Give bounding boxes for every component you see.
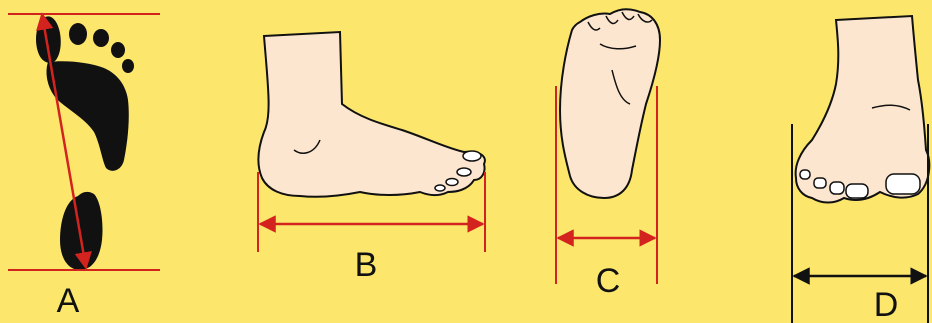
panel-d-label: D	[874, 286, 899, 323]
sole-view-foot	[560, 9, 660, 198]
panel-b-label: B	[355, 246, 378, 284]
panel-a-label: A	[57, 282, 80, 320]
panel-c: C	[556, 9, 660, 300]
panel-d: D	[792, 16, 929, 323]
footprint-shape	[36, 16, 134, 270]
panel-a: A	[8, 14, 160, 320]
panel-c-label: C	[596, 262, 621, 300]
side-view-foot	[258, 32, 485, 197]
panel-b: B	[258, 32, 485, 284]
